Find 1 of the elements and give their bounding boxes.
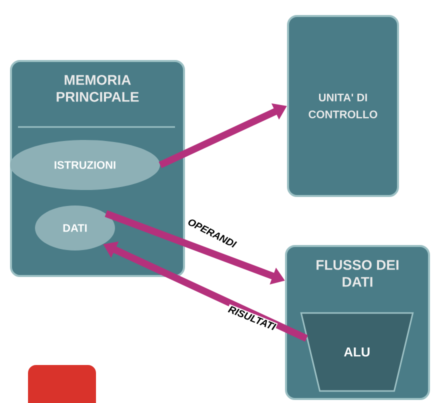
unit-box: UNITA' DI CONTROLLO <box>287 15 399 197</box>
